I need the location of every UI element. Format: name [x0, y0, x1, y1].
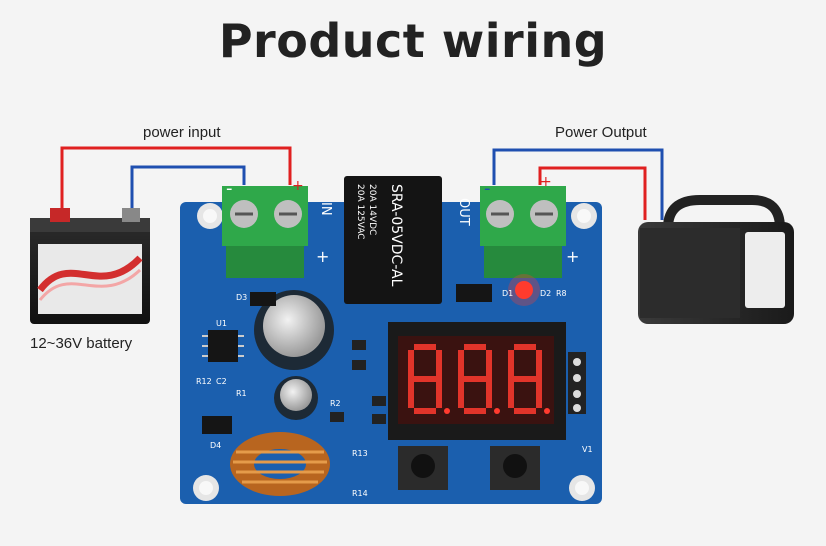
pcb-mark-u1: U1	[216, 319, 227, 328]
portable-lamp	[638, 195, 794, 324]
relay	[344, 176, 442, 304]
page-title: Product wiring	[218, 14, 608, 68]
power-input-label: power input	[143, 124, 221, 141]
digit-segment	[414, 376, 436, 382]
digit-segment	[514, 344, 536, 350]
digit-segment	[536, 379, 542, 408]
input-minus-sign: -	[226, 178, 233, 199]
input-terminal	[222, 186, 308, 278]
board-plus-right: +	[566, 247, 579, 266]
digit-segment	[508, 379, 514, 408]
pcb-mark-d4: D4	[210, 441, 221, 450]
ic-chip	[202, 330, 244, 362]
digit-decimal-point	[544, 408, 550, 414]
digit-segment	[408, 350, 414, 379]
digit-segment	[436, 379, 442, 408]
digit-segment	[414, 408, 436, 414]
led-digits	[408, 344, 550, 414]
status-led	[515, 281, 533, 299]
pcb-mark-d2: D2	[540, 289, 551, 298]
output-plus-sign: +	[540, 174, 552, 190]
digit-segment	[536, 350, 542, 379]
digit-segment	[464, 376, 486, 382]
out-label: OUT	[456, 198, 471, 226]
push-buttons	[398, 446, 540, 490]
digit-decimal-point	[494, 408, 500, 414]
digit-segment	[508, 350, 514, 379]
pcb-mark-r14: R14	[352, 489, 368, 498]
input-plus-sign: +	[292, 178, 304, 194]
output-terminal	[480, 186, 566, 278]
digit-segment	[464, 344, 486, 350]
pcb-mark-r12: R12	[196, 377, 212, 386]
digit-segment	[414, 344, 436, 350]
board-plus-left: +	[316, 247, 329, 266]
output-wires	[492, 148, 664, 220]
pcb-mark-d3: D3	[236, 293, 247, 302]
relay-rating-1: 20A 14VDC	[367, 184, 377, 235]
toroid-inductor	[230, 432, 330, 496]
input-wires	[60, 146, 292, 225]
digit-segment	[458, 379, 464, 408]
relay-rating-2: 20A 125VAC	[355, 184, 365, 240]
digit-segment	[408, 379, 414, 408]
pcb-mark-d1: D1	[502, 289, 513, 298]
digit-segment	[486, 379, 492, 408]
digit-decimal-point	[444, 408, 450, 414]
pcb-mark-v1: V1	[582, 445, 593, 454]
digit-segment	[464, 408, 486, 414]
digit-segment	[514, 408, 536, 414]
pcb-mark-r2: R2	[330, 399, 341, 408]
output-minus-sign: -	[484, 178, 491, 199]
battery-label: 12~36V battery	[30, 335, 133, 352]
pcb-mark-r8: R8	[556, 289, 567, 298]
digit-segment	[486, 350, 492, 379]
digit-segment	[436, 350, 442, 379]
relay-model: SRA-05VDC-AL	[388, 184, 404, 287]
electrolytic-capacitor	[254, 290, 334, 420]
smd-parts	[202, 284, 492, 434]
pin-header	[568, 352, 586, 414]
in-label: IN	[318, 202, 333, 216]
pcb-mark-c2: C2	[216, 377, 227, 386]
pcb-mark-r1: R1	[236, 389, 247, 398]
power-output-label: Power Output	[555, 124, 647, 141]
pcb-mark-r13: R13	[352, 449, 368, 458]
digit-segment	[458, 350, 464, 379]
battery	[30, 208, 150, 324]
digit-segment	[514, 376, 536, 382]
